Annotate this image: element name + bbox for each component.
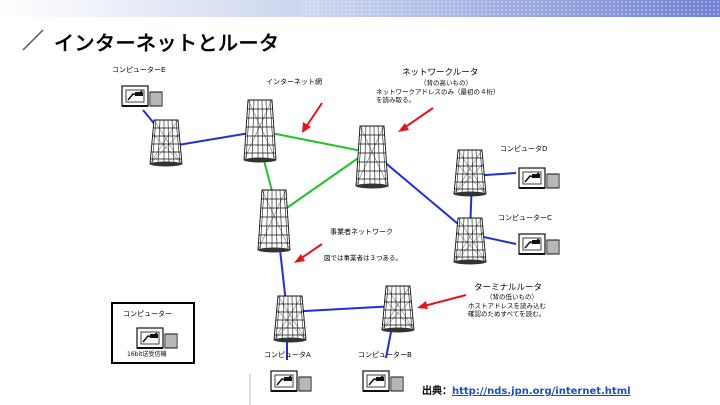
label-business-note: 図では事業者は３つある。 xyxy=(324,254,402,262)
legend-title: コンピューター xyxy=(123,310,172,318)
label-computer-c: コンピューターC xyxy=(498,214,552,222)
header-band-graphic xyxy=(0,0,720,17)
router-near-computer-e xyxy=(149,119,183,167)
terminal-router-b xyxy=(381,285,415,333)
terminal-router-a xyxy=(273,295,307,343)
source-link[interactable]: http://nds.jpn.org/internet.html xyxy=(452,386,631,397)
label-terminal-router-desc2: 確認のためすべてを読む。 xyxy=(468,310,546,318)
computer-b-icon xyxy=(362,370,404,392)
label-computer-d: コンピュータD xyxy=(500,145,548,153)
label-terminal-router-sub: （背の低いもの） xyxy=(486,293,538,301)
label-terminal-router: ターミナルルータ xyxy=(474,283,543,293)
label-terminal-router-desc1: ホストアドレスを読み込む xyxy=(468,302,546,310)
page-title: インターネットとルータ xyxy=(54,31,280,55)
router-near-computer-c xyxy=(453,217,487,265)
label-computer-a: コンピュータA xyxy=(264,351,311,359)
computer-a-icon xyxy=(270,370,312,392)
header-band xyxy=(0,0,720,17)
network-router-tall xyxy=(355,125,389,189)
label-computer-b: コンピューターB xyxy=(358,351,412,359)
router-internet-hub xyxy=(243,99,277,163)
label-network-router-desc2: を読み取る。 xyxy=(376,96,415,104)
label-network-router-sub: （背の高いもの） xyxy=(420,79,472,87)
label-network-router: ネットワークルータ xyxy=(402,68,479,78)
router-business-network xyxy=(257,189,291,253)
legend-caption: 16bit送受信機 xyxy=(127,351,167,358)
label-computer-e: コンピューターE xyxy=(112,66,166,74)
computer-c-icon xyxy=(518,233,560,255)
router-near-computer-d xyxy=(453,149,487,197)
computer-d-icon xyxy=(518,167,560,189)
legend-box: コンピューター 16bit送受信機 xyxy=(111,302,195,364)
source-prefix: 出典： xyxy=(422,386,452,397)
computer-e-icon xyxy=(121,85,163,107)
title-slash-decoration xyxy=(22,29,44,51)
red-arrows xyxy=(294,102,467,309)
label-network-router-desc1: ネットワークアドレスのみ（最初の４桁） xyxy=(376,88,500,96)
label-business-network: 事業者ネットワーク xyxy=(330,228,393,236)
label-internet-net: インターネット網 xyxy=(266,78,322,86)
source-citation: 出典：http://nds.jpn.org/internet.html xyxy=(422,382,631,397)
